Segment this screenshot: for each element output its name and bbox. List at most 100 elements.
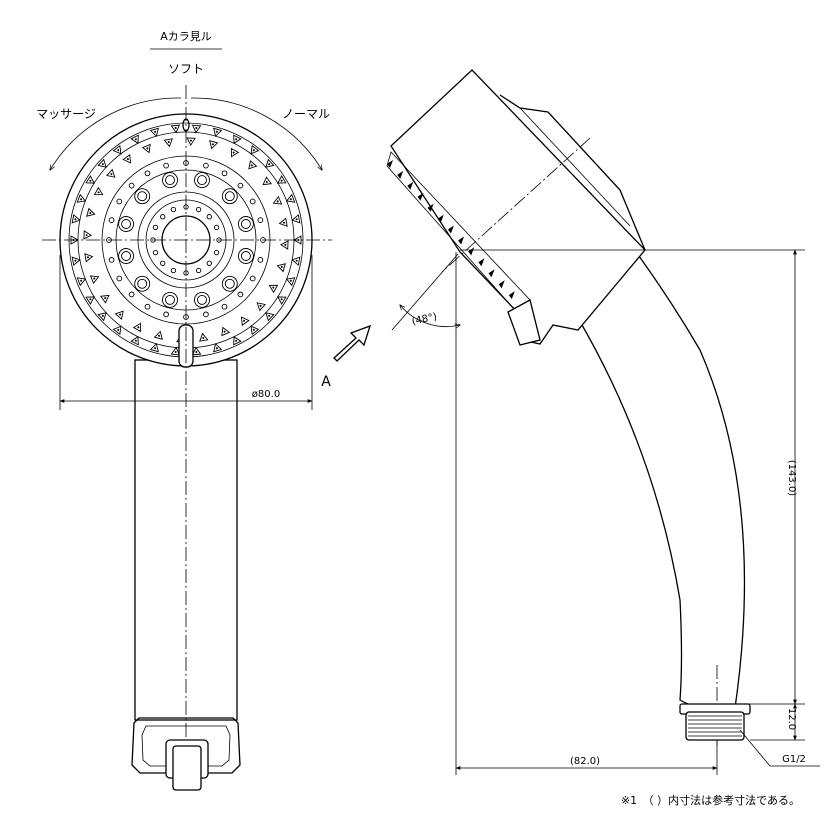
hub-nozzle xyxy=(195,206,202,213)
soft-nozzle xyxy=(249,198,256,205)
spray-nozzle xyxy=(106,168,116,178)
soft-nozzle xyxy=(108,217,115,223)
thread-spec-text: G1/2 xyxy=(782,754,806,765)
spray-nozzle xyxy=(163,138,173,148)
spray-nozzle xyxy=(71,214,81,224)
soft-nozzle xyxy=(221,303,228,310)
thread-leader xyxy=(739,729,771,767)
soft-nozzle xyxy=(144,303,151,310)
spray-nozzle xyxy=(256,302,266,312)
spray-nozzle xyxy=(100,294,110,304)
side-handle-body xyxy=(577,229,746,710)
spray-nozzle xyxy=(213,342,223,353)
soft-nozzle xyxy=(203,162,209,169)
spray-nozzle xyxy=(191,124,202,134)
massage-nozzle-inner xyxy=(137,278,148,289)
soft-nozzle xyxy=(237,182,244,189)
side-nozzle-tooth xyxy=(498,280,505,289)
soft-nozzle xyxy=(237,291,244,298)
side-head-edge xyxy=(519,107,631,227)
spray-nozzle xyxy=(233,134,242,145)
spray-nozzle xyxy=(276,263,286,273)
spray-nozzle xyxy=(85,296,95,305)
angle-arc xyxy=(400,305,460,327)
spray-nozzle xyxy=(141,143,151,154)
spray-nozzle xyxy=(132,322,142,333)
spray-nozzle xyxy=(265,312,275,322)
spray-nozzle xyxy=(248,160,258,170)
hub-nozzle xyxy=(206,214,212,220)
soft-nozzle xyxy=(144,170,151,177)
spray-nozzle xyxy=(285,193,296,203)
spray-nozzle xyxy=(97,158,107,168)
spray-nozzle xyxy=(130,134,139,145)
thread-height-dim-text: 12.0 xyxy=(786,708,797,730)
rotate-right-arc xyxy=(190,97,322,170)
rotate-left-arc xyxy=(50,97,182,170)
side-view: (48°) A (143.0) 12.0 (82.0) G1/2 xyxy=(321,69,820,775)
side-nozzle-tooth xyxy=(407,181,414,190)
mode-label-massage: マッサージ xyxy=(36,107,96,121)
massage-nozzle-inner xyxy=(121,219,132,229)
soft-nozzle xyxy=(128,291,135,298)
spray-nozzle xyxy=(186,137,196,147)
massage-nozzle-inner xyxy=(121,251,132,261)
spray-nozzle xyxy=(230,147,240,158)
front-view: Aカラ見ル ソフト マッサージ ノーマル ø80.0 xyxy=(36,30,332,791)
angle-dim-text: (48°) xyxy=(411,312,438,328)
hub-nozzle xyxy=(170,267,177,274)
spray-nozzle xyxy=(112,144,122,155)
spray-nozzle xyxy=(84,253,94,263)
side-nozzle-tooth xyxy=(508,291,515,300)
side-thread-lines xyxy=(688,715,742,737)
spray-nozzle xyxy=(149,127,159,138)
massage-nozzle-inner xyxy=(197,294,207,305)
spray-nozzle xyxy=(291,214,301,224)
side-fitting-thread xyxy=(685,711,745,741)
hub-nozzle xyxy=(213,224,220,231)
soft-nozzle xyxy=(163,311,169,318)
spray-nozzle xyxy=(170,124,181,134)
view-direction-label: Aカラ見ル xyxy=(160,30,212,43)
spray-nozzle xyxy=(250,144,260,155)
spray-nozzle xyxy=(233,335,242,346)
side-nozzle-tooth xyxy=(387,160,393,168)
spray-nozzle xyxy=(209,140,219,150)
spray-nozzle xyxy=(89,275,100,285)
spray-nozzle xyxy=(153,330,163,340)
spray-nozzle xyxy=(191,346,202,356)
spray-nozzle xyxy=(221,326,231,337)
spray-nozzle xyxy=(285,277,296,287)
side-mode-lever xyxy=(507,299,541,346)
massage-nozzle-inner xyxy=(240,219,251,229)
massage-nozzle-inner xyxy=(165,294,175,305)
massage-nozzle-inner xyxy=(224,191,235,202)
hub-nozzle xyxy=(160,214,166,220)
mode-label-normal: ノーマル xyxy=(282,107,330,121)
connector-housing xyxy=(131,717,241,774)
spray-nozzle xyxy=(130,335,139,346)
soft-nozzle xyxy=(257,257,264,263)
diameter-dim-text: ø80.0 xyxy=(252,389,280,400)
connector-thread xyxy=(172,745,202,791)
spray-nozzle xyxy=(277,296,287,305)
connector-inner xyxy=(141,725,231,767)
hub-nozzle xyxy=(206,260,212,266)
soft-nozzle xyxy=(116,275,123,282)
massage-nozzle-inner xyxy=(224,278,235,289)
side-nozzle-tooth xyxy=(397,170,404,179)
spray-nozzle xyxy=(265,158,275,168)
soft-nozzle xyxy=(108,257,115,263)
spray-nozzle xyxy=(277,175,287,184)
soft-nozzle xyxy=(163,162,169,169)
spray-nozzle xyxy=(250,325,260,336)
spray-nozzle xyxy=(199,332,209,342)
mode-label-soft: ソフト xyxy=(168,62,204,76)
hub-nozzle xyxy=(170,206,177,213)
spray-nozzle xyxy=(122,154,132,164)
side-nozzle-tooth xyxy=(417,192,424,201)
spray-nozzle xyxy=(114,310,124,320)
spray-nozzle xyxy=(279,240,289,250)
footnote: ※1 （ ）内寸法は参考寸法である。 xyxy=(621,793,800,807)
